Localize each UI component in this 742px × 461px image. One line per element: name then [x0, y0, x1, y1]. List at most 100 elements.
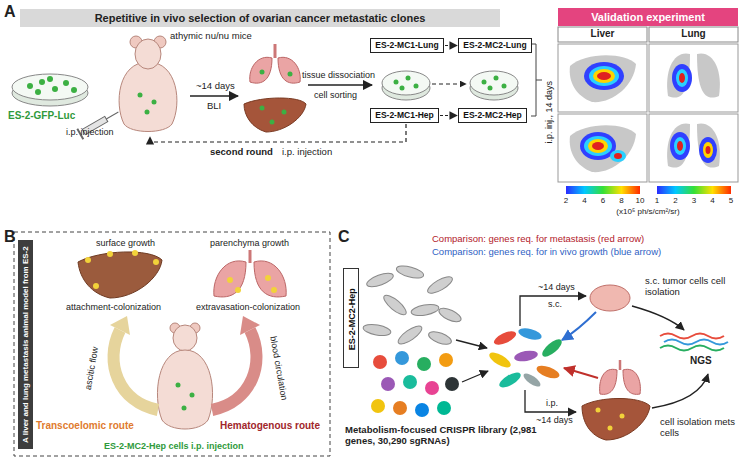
bli-image [558, 44, 647, 112]
liver-illustration [260, 106, 265, 111]
lung-illustration [600, 360, 641, 394]
route-arrow [240, 316, 260, 335]
bli-image [677, 141, 683, 151]
step-label: s.c. tumor cells cell isolation [645, 275, 733, 297]
liver-illustration [78, 252, 162, 298]
culture-dish [414, 84, 419, 89]
bli-image [570, 125, 636, 172]
mouse-illustration [138, 93, 157, 115]
scale-tick: 1 [655, 196, 659, 205]
node-text: Validation experiment [591, 11, 705, 24]
unit-label: (x10⁵ ph/s/cm²/sr) [616, 207, 679, 216]
clone-box: ES-2-MC1-Hep [370, 108, 439, 123]
liver-illustration [85, 257, 91, 263]
mouse-illustration [176, 383, 181, 388]
edited-cells [492, 328, 518, 347]
culture-dish [488, 86, 493, 91]
dashed-connector [440, 115, 457, 116]
liver-illustration [596, 408, 625, 431]
bli-image [592, 142, 604, 150]
process-arrow [456, 296, 708, 412]
culture-dish [470, 71, 518, 95]
panel-frame [14, 232, 330, 456]
edited-cells [517, 326, 543, 342]
time-label: ~14 days [536, 415, 573, 426]
edited-cells [513, 349, 538, 363]
lung-illustration [278, 57, 300, 83]
liver-illustration [132, 250, 138, 256]
lung-illustration [254, 261, 286, 297]
cell-line-box: ES-2-MC2-Hep [343, 268, 359, 368]
bli-image [558, 114, 647, 182]
process-label: attachment-colonization [66, 302, 161, 313]
process-arrow [525, 390, 576, 412]
tumor-illustration [590, 285, 630, 311]
method-label: BLI [207, 100, 221, 111]
bli-image [679, 73, 685, 83]
bli-image [667, 123, 690, 167]
culture-dish [27, 83, 33, 89]
mouse-illustration [190, 393, 195, 398]
cell-line-name: ES-2-GFP-Luc [8, 110, 75, 122]
round-label: second round [210, 146, 273, 157]
dna-reads [660, 334, 724, 339]
crispr-library [395, 351, 409, 365]
culture-dish [12, 74, 88, 100]
lung-illustration [271, 287, 277, 293]
lung-illustration [250, 44, 301, 83]
bli-image [614, 153, 622, 159]
bli-image [649, 44, 738, 112]
flow-label: blood circulation [268, 335, 290, 401]
liver-illustration [596, 408, 601, 413]
route-label: i.p. [546, 398, 558, 409]
culture-dish [52, 86, 58, 92]
bli-image [703, 142, 713, 158]
header-band: Validation experiment [558, 8, 738, 26]
mouse-illustration [145, 110, 150, 115]
lung-illustration [274, 44, 277, 58]
process-arrow [190, 95, 238, 97]
bli-image [699, 137, 717, 163]
crispr-library [417, 357, 431, 371]
comparison-note: Comparison: genes req. for metastasis (r… [432, 233, 644, 244]
scale-tick: 5 [729, 196, 733, 205]
scale-tick: 2 [673, 196, 677, 205]
bli-image [672, 64, 692, 92]
mouse-illustration [176, 383, 195, 411]
culture-dish [494, 76, 499, 81]
title-band: Repetitive in vivo selection of ovarian … [20, 9, 500, 27]
edited-cells [535, 363, 561, 381]
step-label: cell isolation mets cells [660, 416, 736, 438]
lung-illustration [260, 70, 293, 77]
clone-box: ES-2-MC1-Lung [370, 38, 444, 53]
dna-reads [664, 340, 728, 345]
lung-illustration [288, 72, 293, 77]
time-label: ~14 days [538, 282, 575, 293]
lung-illustration [249, 250, 252, 263]
route-label: s.c. [548, 299, 562, 310]
panel-frame [14, 232, 330, 456]
bli-image [670, 132, 690, 160]
column-header: Lung [681, 28, 705, 40]
bli-image [584, 136, 612, 156]
lung-illustration [600, 369, 617, 394]
node-text: ES-2-MC2-Hep [463, 111, 522, 121]
liver-illustration [244, 98, 306, 132]
liver-illustration [107, 251, 113, 257]
growth-label: parenchyma growth [210, 238, 289, 249]
route-name: Transcoelomic route [36, 420, 134, 432]
process-arrow [308, 84, 372, 86]
process-arrow [520, 296, 586, 326]
lung-illustration [227, 277, 233, 283]
color-scale-bar [566, 186, 640, 194]
growth-label: surface growth [96, 238, 155, 249]
culture-dish [382, 71, 518, 100]
liver-illustration [85, 250, 159, 289]
cell-cluster [425, 274, 454, 297]
bli-image [593, 69, 615, 83]
crispr-library [437, 401, 451, 415]
dna-reads [660, 334, 728, 351]
culture-dish [394, 76, 419, 91]
liver-illustration [582, 399, 650, 441]
route-arrow [114, 330, 158, 410]
